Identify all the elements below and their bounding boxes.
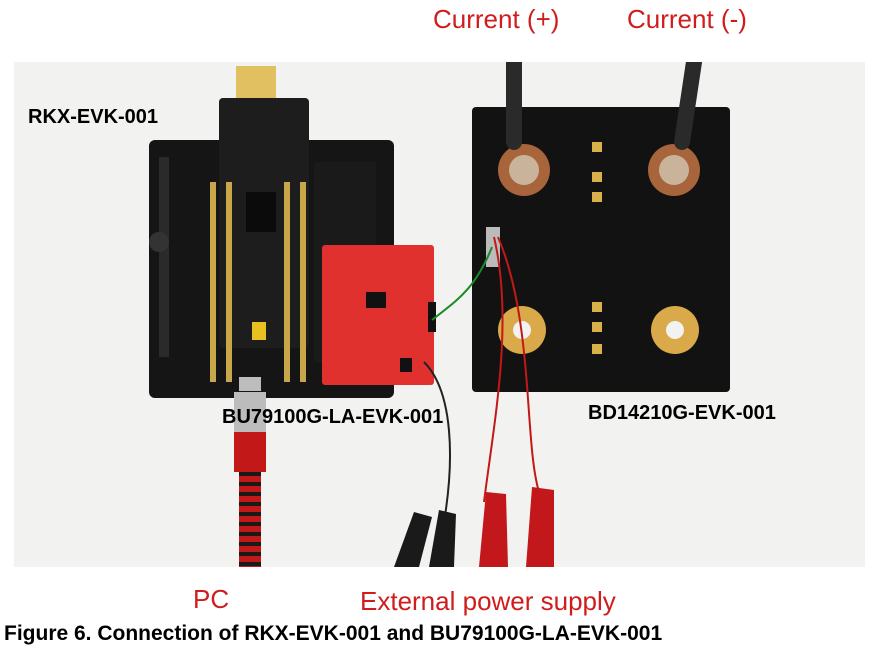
bu79100g-board — [322, 245, 436, 385]
external-power-supply-label: External power supply — [360, 586, 616, 616]
alligator-clips — [394, 487, 554, 567]
current-minus-label: Current (-) — [627, 4, 747, 34]
pc-label: PC — [193, 584, 230, 614]
bu-board-label: BU79100G-LA-EVK-001 — [222, 406, 444, 428]
figure-caption: Figure 6. Connection of RKX-EVK-001 and … — [4, 622, 663, 645]
usb-cable — [234, 392, 266, 567]
usb-micro-connector — [239, 377, 261, 391]
current-cables — [506, 62, 702, 150]
signal-wires — [423, 236, 540, 523]
connection-photo — [14, 62, 865, 567]
current-plus-label: Current (+) — [433, 4, 560, 34]
warning-sticker — [252, 322, 266, 340]
rkx-board-label: RKX-EVK-001 — [28, 106, 159, 128]
bd14210g-board — [472, 107, 730, 392]
bd-board-label: BD14210G-EVK-001 — [588, 402, 776, 424]
